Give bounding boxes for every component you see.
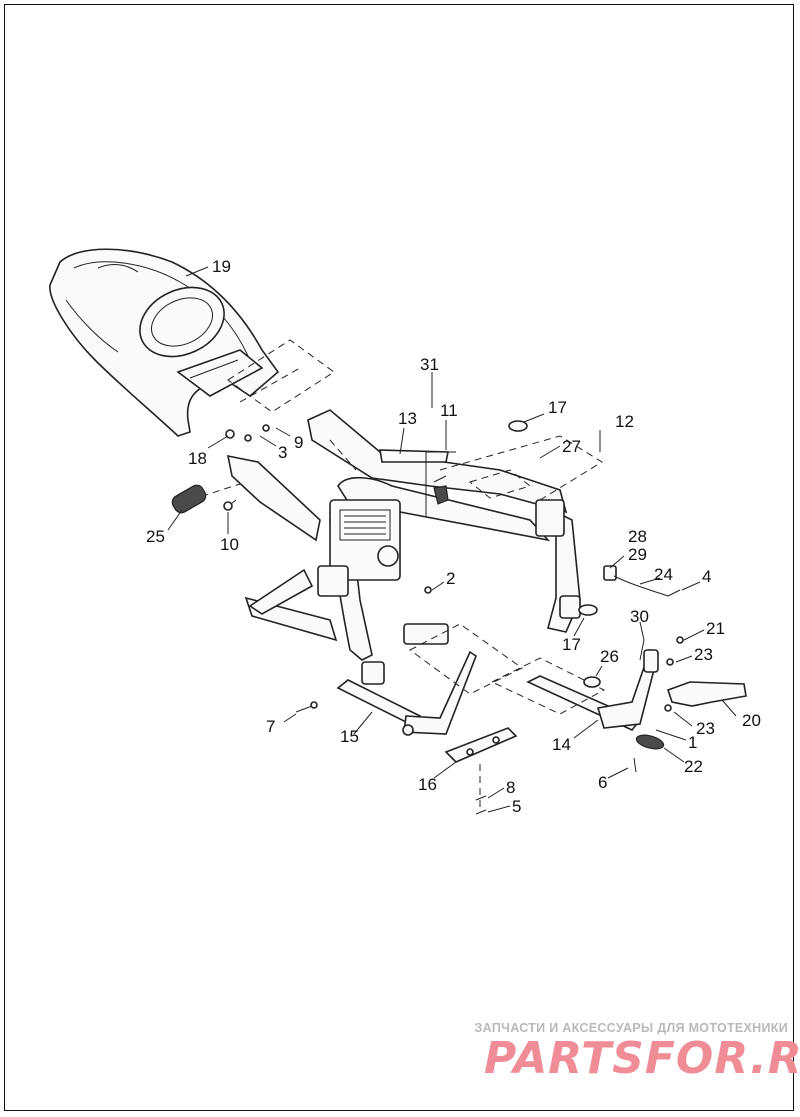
callout-label: 10 [220, 535, 239, 554]
callout-label: 23 [696, 719, 715, 738]
callout-label: 6 [598, 773, 607, 792]
right-footrest-mount [526, 648, 659, 731]
callout-label: 13 [398, 409, 417, 428]
main-frame [226, 409, 581, 685]
callout-label: 3 [278, 443, 287, 462]
callout-label: 15 [340, 727, 359, 746]
callout-label: 5 [512, 797, 521, 816]
left-footrest-mount [336, 650, 477, 736]
callout-label: 7 [266, 717, 275, 736]
leader-lines [167, 266, 737, 813]
watermark-logo: PARTSFOR.RU [484, 1033, 800, 1084]
callout-label: 11 [440, 401, 458, 420]
callout-label: 14 [552, 735, 571, 754]
callout-label: 18 [188, 449, 207, 468]
callout-label: 26 [600, 647, 619, 666]
callout-label: 19 [212, 257, 231, 276]
callout-label: 2 [446, 569, 455, 588]
callout-label: 22 [684, 757, 703, 776]
callout-label: 21 [706, 619, 725, 638]
callout-label: 9 [294, 433, 303, 452]
callout-label: 24 [654, 565, 673, 584]
rear-fender [49, 248, 280, 437]
callout-label: 12 [615, 412, 634, 431]
callout-label: 17 [562, 635, 581, 654]
callout-label: 31 [420, 355, 439, 374]
callout-labels: 19 31 11 13 17 12 27 18 3 9 25 10 28 29 … [146, 257, 761, 816]
callout-label: 28 [628, 527, 647, 546]
callout-label: 16 [418, 775, 437, 794]
callout-label: 29 [628, 545, 647, 564]
callout-label: 25 [146, 527, 165, 546]
callout-label: 1 [688, 733, 697, 752]
callout-label: 20 [742, 711, 761, 730]
diagram-frame [4, 4, 794, 1111]
watermark-tagline: ЗАПЧАСТИ И АКСЕССУАРЫ ДЛЯ МОТОТЕХНИКИ [474, 1021, 788, 1035]
callout-label: 4 [702, 567, 711, 586]
callout-label: 8 [506, 778, 515, 797]
callout-label: 30 [630, 607, 649, 626]
callout-label: 17 [548, 398, 567, 417]
callout-label: 27 [562, 437, 581, 456]
callout-label: 23 [694, 645, 713, 664]
